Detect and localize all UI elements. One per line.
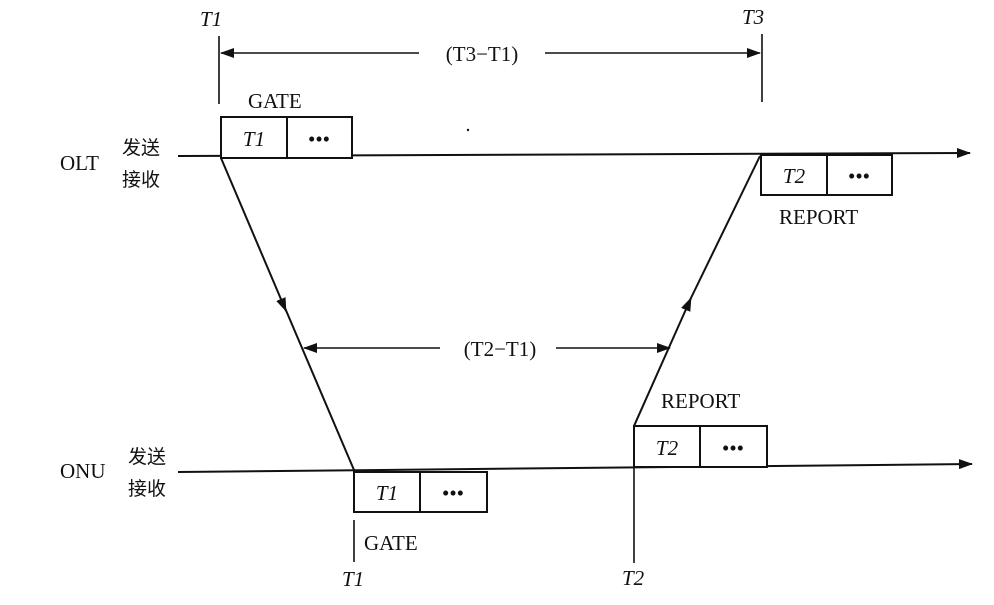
gate-downstream-arrow bbox=[220, 157, 287, 312]
t2-bottom-label: T2 bbox=[622, 566, 645, 590]
olt-report-ellipsis-text: ••• bbox=[848, 164, 870, 188]
rtt-total-label: (T3−T1) bbox=[446, 42, 519, 66]
onu-gate-ellipsis-text: ••• bbox=[442, 481, 464, 505]
olt-gate-ellipsis-text: ••• bbox=[308, 127, 330, 151]
olt-send-label: 发送 bbox=[122, 137, 160, 159]
rtt-partial-label: (T2−T1) bbox=[464, 337, 537, 361]
t1-top-label: T1 bbox=[200, 7, 222, 31]
t1-bottom-label: T1 bbox=[342, 567, 364, 591]
onu-report-t2-text: T2 bbox=[656, 436, 679, 460]
onu-report-ellipsis-text: ••• bbox=[722, 436, 744, 460]
olt-gate-t1-text: T1 bbox=[243, 127, 265, 151]
report-upstream-arrow bbox=[633, 297, 692, 427]
olt-gate-ellipsis-cell bbox=[286, 116, 353, 159]
gate-downstream-line bbox=[284, 307, 355, 471]
olt-gate-label: GATE bbox=[248, 89, 302, 113]
onu-gate-t1-cell bbox=[353, 471, 421, 513]
onu-report-label: REPORT bbox=[661, 389, 740, 413]
onu-report-frame: T2 ••• bbox=[633, 425, 768, 468]
olt-report-t2-text: T2 bbox=[783, 164, 806, 188]
olt-report-label: REPORT bbox=[779, 205, 858, 229]
onu-gate-t1-text: T1 bbox=[376, 481, 398, 505]
report-upstream-line bbox=[689, 155, 761, 301]
olt-report-ellipsis-cell bbox=[826, 154, 893, 196]
t3-top-label: T3 bbox=[742, 5, 764, 29]
olt-receive-label: 接收 bbox=[122, 169, 160, 191]
onu-label: ONU bbox=[60, 459, 106, 483]
onu-gate-frame: T1 ••• bbox=[353, 471, 488, 513]
onu-send-label: 发送 bbox=[128, 446, 166, 468]
onu-report-ellipsis-cell bbox=[699, 425, 768, 468]
olt-label: OLT bbox=[60, 151, 99, 175]
onu-receive-label: 接收 bbox=[128, 478, 166, 500]
onu-gate-ellipsis-cell bbox=[419, 471, 488, 513]
onu-gate-label: GATE bbox=[364, 531, 418, 555]
stray-dot bbox=[466, 128, 470, 132]
onu-timeline bbox=[177, 459, 973, 473]
olt-report-frame: T2 ••• bbox=[760, 154, 893, 196]
olt-gate-frame: T1 ••• bbox=[220, 116, 353, 159]
olt-report-t2-cell bbox=[760, 154, 828, 196]
